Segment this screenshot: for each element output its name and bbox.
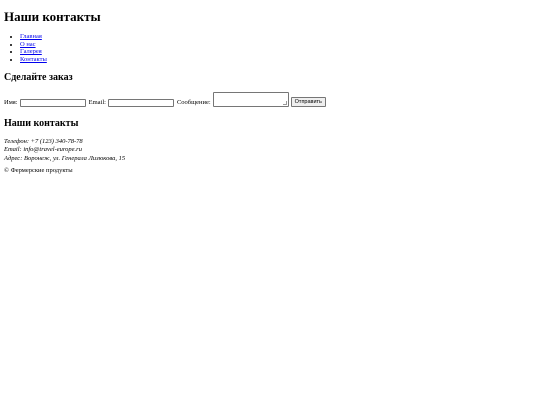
nav-link-contacts[interactable]: Контакты	[20, 55, 47, 63]
nav-link-home[interactable]: Главная	[20, 33, 42, 40]
footer: © Фермерские продукты	[4, 167, 73, 174]
copyright-text: © Фермерские продукты	[4, 167, 73, 174]
name-label: Имя:	[4, 99, 18, 106]
submit-button[interactable]: Отправить	[290, 97, 326, 107]
nav-link-gallery[interactable]: Галерея	[20, 48, 42, 55]
contact-email: Email: info@travel-europe.ru	[4, 146, 82, 154]
order-form: Имя: Email: Сообщение: Отправить	[4, 92, 326, 107]
page-title: Наши контакты	[4, 9, 101, 24]
email-label: Email:	[88, 99, 106, 106]
contact-address-block: Телефон: +7 (123) 340-78-78 Email: info@…	[4, 138, 125, 163]
nav-item-home: Главная	[20, 33, 47, 41]
nav-link-about[interactable]: О нас	[20, 40, 36, 48]
message-label: Сообщение:	[176, 99, 211, 106]
message-textarea[interactable]	[212, 92, 289, 107]
order-heading: Сделайте заказ	[4, 72, 73, 83]
nav-item-gallery: Галерея	[20, 48, 47, 56]
main-nav: Главная О нас Галерея Контакты	[4, 33, 47, 63]
email-input[interactable]	[107, 99, 174, 107]
name-input[interactable]	[19, 99, 86, 107]
nav-item-about: О нас	[20, 41, 47, 49]
nav-item-contacts: Контакты	[20, 56, 47, 64]
contacts-heading: Наши контакты	[4, 118, 79, 129]
contact-address: Адрес: Воронеж, ул. Генерала Лизюкова, 1…	[4, 154, 126, 162]
contact-phone: Телефон: +7 (123) 340-78-78	[4, 138, 83, 145]
